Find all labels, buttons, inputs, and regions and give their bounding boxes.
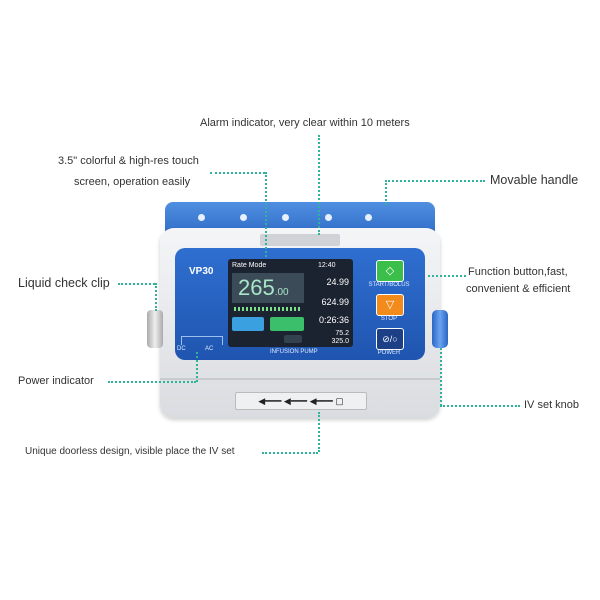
iv-set-knob[interactable] [432, 310, 448, 348]
liquid-check-clip[interactable] [147, 310, 163, 348]
leader-line [318, 412, 320, 452]
model-label: VP30 [189, 266, 214, 277]
alarm-indicator [260, 234, 340, 246]
leader-line [385, 180, 387, 205]
screen-button-right[interactable] [270, 317, 304, 331]
leader-line [196, 352, 198, 382]
progress-bar [234, 307, 302, 311]
device-label: INFUSION PUMP [270, 349, 318, 355]
power-indicator-bracket [181, 336, 223, 345]
leader-line [155, 283, 157, 311]
value-4: 75.2 [335, 330, 349, 337]
iv-set-channel[interactable]: ◀━━━ ◀━━━ ◀━━━ ▢ [235, 392, 367, 410]
leader-line [265, 172, 267, 257]
divider [160, 378, 440, 380]
handle-hole [325, 214, 332, 221]
power-dc-label: DC [177, 346, 186, 352]
value-5: 325.0 [331, 338, 349, 345]
power-annotation: Power indicator [18, 375, 94, 387]
lock-button[interactable] [284, 335, 302, 343]
power-label: POWER [377, 350, 401, 356]
power-icon: ⊘/○ [382, 334, 398, 344]
power-button[interactable]: ⊘/○ [376, 328, 404, 350]
power-ac-label: AC [205, 346, 214, 352]
value-1: 24.99 [326, 277, 349, 287]
alarm-annotation: Alarm indicator, very clear within 10 me… [200, 117, 410, 129]
clip-annotation: Liquid check clip [18, 276, 110, 290]
value-3: 0:26:36 [318, 315, 349, 325]
start-bolus-label: START/BOLUS [368, 282, 410, 288]
stop-button[interactable]: ▽ [376, 294, 404, 316]
start-bolus-button[interactable]: ◇ [376, 260, 404, 282]
stop-label: STOP [380, 316, 398, 322]
handle-hole [365, 214, 372, 221]
doorless-annotation: Unique doorless design, visible place th… [25, 446, 235, 457]
leader-line [385, 180, 485, 182]
function-annotation-line2: convenient & efficient [466, 283, 571, 295]
value-2: 624.99 [321, 297, 349, 307]
handle-hole [282, 214, 289, 221]
diamond-icon: ◇ [385, 265, 395, 277]
leader-line [262, 452, 318, 454]
rate-value: 265.00 [238, 275, 289, 300]
leader-line [318, 135, 320, 235]
handle-hole [240, 214, 247, 221]
screen-annotation-line1: 3.5" colorful & high-res touch [58, 155, 199, 167]
leader-line [108, 381, 196, 383]
mode-label: Rate Mode [232, 262, 267, 269]
leader-line [440, 348, 442, 406]
knob-annotation: IV set knob [524, 399, 580, 411]
clock: 12:40 [318, 262, 336, 269]
function-annotation-line1: Function button,fast, [468, 266, 568, 278]
leader-line [440, 405, 520, 407]
touch-screen[interactable]: Rate Mode 12:40 265.00 24.99 624.99 0:26… [228, 259, 353, 347]
screen-annotation-line2: screen, operation easily [74, 176, 191, 188]
handle-annotation: Movable handle [490, 173, 579, 187]
leader-line [118, 283, 155, 285]
leader-line [428, 275, 466, 277]
stop-icon: ▽ [385, 299, 395, 311]
handle-hole [198, 214, 205, 221]
screen-button-left[interactable] [232, 317, 264, 331]
leader-line [210, 172, 265, 174]
